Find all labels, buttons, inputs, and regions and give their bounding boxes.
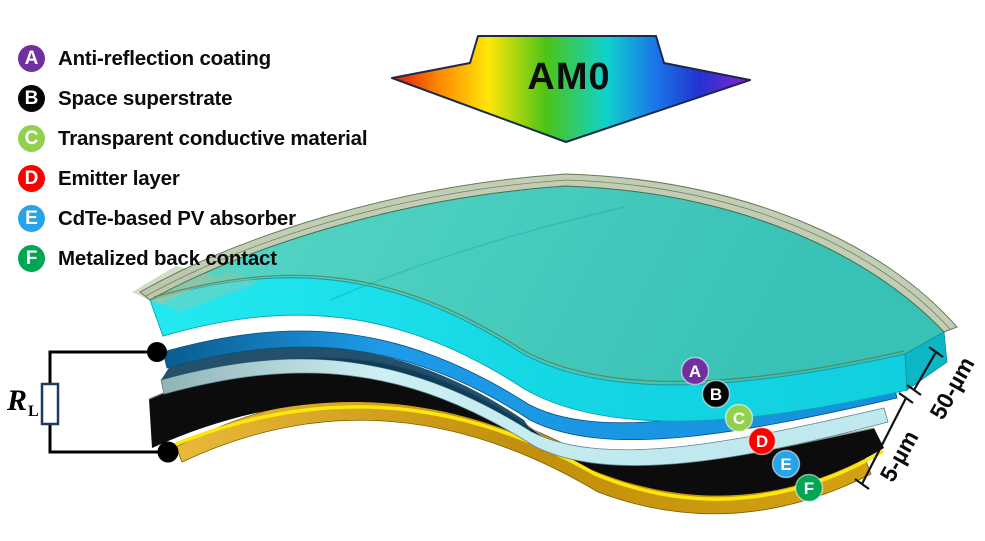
legend: A Anti-reflection coating B Space supers… bbox=[18, 45, 368, 285]
layer-marker-f bbox=[794, 473, 824, 503]
layer-marker-b-letter: B bbox=[710, 385, 722, 404]
legend-item-d: D Emitter layer bbox=[18, 165, 367, 192]
arc-surface-tint bbox=[150, 186, 944, 385]
legend-item-b: B Space superstrate bbox=[18, 85, 367, 112]
dimension-callouts bbox=[854, 346, 944, 490]
layer-marker-b bbox=[701, 379, 731, 409]
arc-front-edge-line bbox=[153, 274, 905, 382]
dimension-line-5um bbox=[861, 397, 907, 485]
dimension-label-5um: 5-µm bbox=[875, 426, 924, 486]
legend-item-e: E CdTe-based PV absorber bbox=[18, 205, 367, 232]
wire-top bbox=[48, 350, 157, 384]
legend-item-a: A Anti-reflection coating bbox=[18, 45, 367, 72]
dimension-tick-2 bbox=[906, 384, 922, 396]
am0-arrow-label: AM0 bbox=[527, 56, 610, 98]
layer-stack bbox=[132, 173, 958, 515]
legend-label-b: Space superstrate bbox=[58, 86, 233, 110]
superstrate-fold-line bbox=[329, 206, 626, 301]
legend-badge-a: A bbox=[18, 45, 45, 72]
layer-transparent-conductor bbox=[162, 330, 898, 441]
layer-marker-f-letter: F bbox=[804, 479, 814, 498]
legend-label-c: Transparent conductive material bbox=[58, 126, 368, 150]
legend-label-d: Emitter layer bbox=[58, 166, 180, 190]
legend-badge-e: E bbox=[18, 205, 45, 232]
resistor-subscript-text: L bbox=[28, 403, 39, 420]
conductive-layer-shadow bbox=[161, 346, 532, 432]
layer-marker-c-letter: C bbox=[733, 409, 745, 428]
legend-item-c: C Transparent conductive material bbox=[18, 125, 368, 152]
layer-marker-a bbox=[680, 356, 710, 386]
contact-dot-bottom bbox=[157, 441, 179, 463]
dimension-tick-3 bbox=[898, 392, 914, 404]
am0-arrow: AM0 bbox=[391, 35, 751, 143]
wire-bottom bbox=[48, 424, 168, 454]
legend-badge-c: C bbox=[18, 125, 45, 152]
legend-badge-b: B bbox=[18, 85, 45, 112]
am0-arrow-shape bbox=[391, 35, 751, 143]
layer-marker-d bbox=[747, 426, 777, 456]
dimension-tick-1 bbox=[928, 346, 944, 358]
layer-marker-d-letter: D bbox=[756, 432, 768, 451]
layer-markers: A B C D E F bbox=[680, 356, 824, 503]
legend-item-f: F Metalized back contact bbox=[18, 245, 367, 272]
legend-label-e: CdTe-based PV absorber bbox=[58, 206, 296, 230]
resistor-symbol bbox=[40, 382, 60, 426]
dimension-line-50um bbox=[913, 351, 937, 391]
layer-marker-e-letter: E bbox=[780, 455, 791, 474]
gold-rim-highlight bbox=[155, 405, 884, 501]
dimension-tick-4 bbox=[854, 478, 870, 490]
legend-badge-f: F bbox=[18, 245, 45, 272]
arc-left-sliver-2 bbox=[150, 272, 262, 312]
superstrate-right-face bbox=[904, 331, 948, 391]
external-circuit bbox=[40, 342, 179, 463]
resistor-symbol-text: R bbox=[7, 384, 28, 417]
legend-badge-d: D bbox=[18, 165, 45, 192]
layer-anti-reflection-coating bbox=[139, 173, 958, 333]
load-resistor-label: RL bbox=[7, 384, 39, 421]
legend-label-a: Anti-reflection coating bbox=[58, 46, 271, 70]
legend-label-f: Metalized back contact bbox=[58, 246, 277, 270]
layer-marker-e bbox=[771, 449, 801, 479]
arc-edge-inner-line bbox=[145, 179, 951, 330]
layer-marker-c bbox=[724, 403, 754, 433]
contact-dot-top bbox=[147, 342, 167, 362]
layer-marker-a-letter: A bbox=[689, 362, 701, 381]
